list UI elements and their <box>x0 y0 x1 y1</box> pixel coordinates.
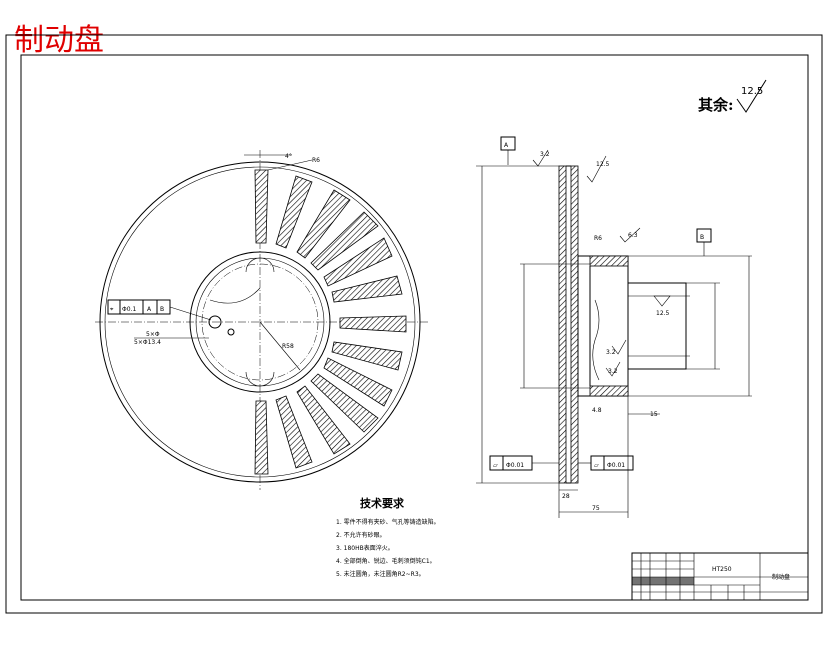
datum-b-label: B <box>700 234 704 241</box>
section-view: A B <box>476 136 752 518</box>
roughness-top-2: 12.5 <box>596 161 610 168</box>
disc-plate-left <box>558 165 567 484</box>
technical-requirements: 技术要求 1. 零件不得有夹砂、气孔等铸造缺陷。 2. 不允许有砂眼。 3. 1… <box>336 496 440 578</box>
roughness-mark <box>619 227 641 243</box>
vane <box>310 373 379 433</box>
bolt-hole <box>208 315 222 329</box>
vane-tag: R6 <box>312 157 320 164</box>
angle-label: 4° <box>285 153 292 160</box>
vane <box>323 357 393 407</box>
disc-plate-right <box>570 165 579 484</box>
vane <box>254 400 269 475</box>
vane <box>310 211 379 271</box>
vane <box>275 175 313 249</box>
hub-flange-bottom <box>589 385 629 397</box>
title-block-name: 制动盘 <box>772 573 790 581</box>
hole-count-note: 5×Φ <box>146 331 160 338</box>
dim-overall-label: 75 <box>592 505 600 512</box>
vane <box>275 395 313 469</box>
vane <box>254 169 269 244</box>
flatness-frame-left: ▱ Φ0.01 <box>489 455 559 471</box>
bolt-circle <box>201 263 319 381</box>
vane <box>296 189 351 259</box>
roughness-mark <box>532 149 549 167</box>
dim-bottom-label: 15 <box>650 411 658 418</box>
hub-arc <box>245 257 275 273</box>
vane <box>331 275 403 303</box>
hub-arc <box>209 287 261 304</box>
position-ref-a: A <box>147 306 152 313</box>
roughness-rest-label: 其余: <box>698 96 734 114</box>
roughness-top-1: 3.2 <box>540 151 550 158</box>
tag-leader <box>267 159 313 171</box>
roughness-small-2: 3.2 <box>608 368 618 375</box>
bolt-radius-label: R58 <box>282 343 294 350</box>
note-item: 1. 零件不得有夹砂、气孔等铸造缺陷。 <box>336 518 440 526</box>
position-ref-b: B <box>160 306 164 313</box>
datum-a-label: A <box>504 142 509 149</box>
title-block: HT250 制动盘 <box>631 552 809 601</box>
roughness-hub: 12.5 <box>656 310 670 317</box>
drawing-title: 制动盘 <box>14 23 104 58</box>
dim-r-label: R6 <box>594 235 602 242</box>
general-roughness: 其余: 12.5 <box>698 79 767 114</box>
break-line <box>592 299 600 381</box>
flatness-right-value: Φ0.01 <box>607 462 625 469</box>
note-item: 5. 未注圆角，未注圆角R2~R3。 <box>336 570 425 578</box>
roughness-small-1: 3.2 <box>606 349 616 356</box>
cooling-vanes <box>254 169 407 475</box>
roughness-mark <box>586 155 607 183</box>
roughness-mark <box>605 361 621 377</box>
position-tolerance-frame: ⌖ Φ0.1 A B <box>107 299 212 321</box>
dim-thickness-label: 28 <box>562 493 570 500</box>
roughness-symbol <box>736 79 767 113</box>
outer-frame <box>5 34 823 614</box>
radius-leader <box>259 321 301 371</box>
hub-section <box>577 255 629 397</box>
vane <box>296 385 351 455</box>
vane <box>339 315 407 333</box>
dim-small-label: 4.8 <box>592 407 602 414</box>
position-value: Φ0.1 <box>122 306 136 313</box>
roughness-mark <box>653 295 671 307</box>
title-block-code: HT250 <box>712 566 732 573</box>
note-item: 3. 180HB表面淬火。 <box>336 544 394 552</box>
hub-flange-top <box>589 255 629 267</box>
vane <box>331 341 403 371</box>
front-view: R58 4° R6 ⌖ Φ0.1 A B 5×Φ 5×Φ13.4 <box>95 150 430 490</box>
note-item: 4. 全部倒角、锐边、毛刺须倒钝C1。 <box>336 557 436 565</box>
hole-size-note: 5×Φ13.4 <box>134 339 161 346</box>
roughness-mark <box>611 339 627 355</box>
flatness-left-value: Φ0.01 <box>506 462 524 469</box>
inner-frame <box>20 54 809 601</box>
hub-arc <box>245 371 275 387</box>
vane <box>323 237 393 287</box>
position-symbol: ⌖ <box>110 306 114 313</box>
roughness-rest-value: 12.5 <box>741 86 763 97</box>
flatness-frame-right: ▱ Φ0.01 <box>578 455 634 471</box>
roughness-mid: 6.3 <box>628 232 638 239</box>
flatness-right-symbol: ▱ <box>594 462 599 469</box>
flatness-left-symbol: ▱ <box>493 462 498 469</box>
notes-heading: 技术要求 <box>360 496 405 510</box>
bolt-hole <box>227 328 235 336</box>
note-item: 2. 不允许有砂眼。 <box>336 531 386 539</box>
